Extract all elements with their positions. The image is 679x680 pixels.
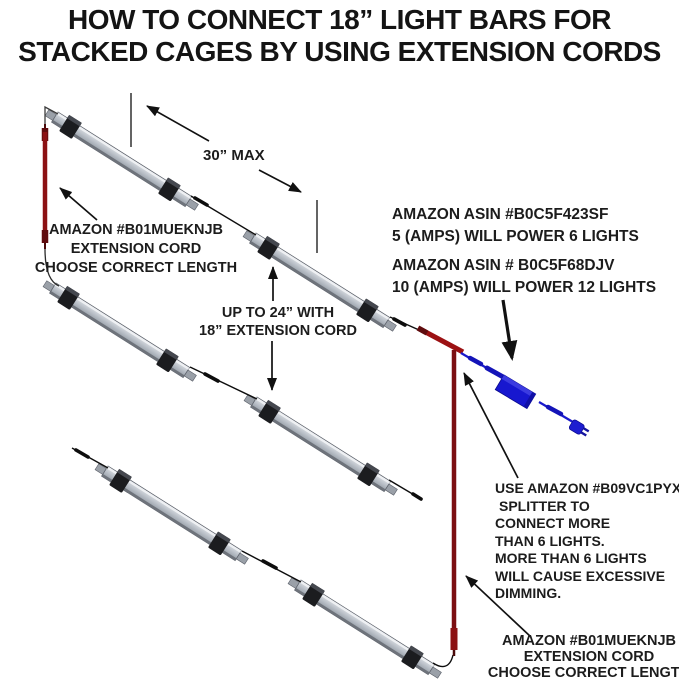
left-cord-label: AMAZON #B01MUEKNJB EXTENSION CORD CHOOSE… — [35, 222, 237, 276]
title-line-1: HOW TO CONNECT 18” LIGHT BARS FOR — [68, 4, 612, 35]
pointer-arrow-bottom-cord — [465, 575, 532, 638]
connector-cable — [71, 447, 454, 668]
dimension-arrow — [146, 105, 210, 142]
power-supply-assembly — [460, 352, 590, 437]
cable-connector — [467, 355, 484, 367]
hookup-wire — [44, 248, 60, 287]
svg-text:AMAZON #B01MUEKNJB: AMAZON #B01MUEKNJB — [49, 222, 223, 238]
svg-text:UP TO 24” WITH: UP TO 24” WITH — [222, 305, 334, 321]
svg-text:WILL CAUSE EXCESSIVE: WILL CAUSE EXCESSIVE — [495, 568, 665, 584]
dimension-30max — [130, 93, 318, 253]
svg-text:18” EXTENSION CORD: 18” EXTENSION CORD — [199, 323, 357, 339]
svg-text:EXTENSION CORD: EXTENSION CORD — [71, 241, 202, 257]
pointer-arrow-left-cord — [59, 187, 98, 221]
hookup-wire — [44, 105, 59, 128]
svg-text:SPLITTER TO: SPLITTER TO — [499, 498, 590, 514]
svg-text:CHOOSE CORRECT LENGTH: CHOOSE CORRECT LENGTH — [35, 260, 237, 276]
bottom-cord-label: AMAZON #B01MUEKNJB EXTENSION CORD CHOOSE… — [488, 633, 679, 680]
pointer-arrow-power-supply — [501, 299, 518, 361]
connector-cable — [190, 195, 420, 331]
dimension-label: 30” MAX — [203, 147, 265, 164]
cable-connector — [545, 404, 564, 417]
svg-text:USE AMAZON #B09VC1PYXQ: USE AMAZON #B09VC1PYXQ — [495, 480, 679, 496]
svg-text:CHOOSE CORRECT LENGTH: CHOOSE CORRECT LENGTH — [488, 665, 679, 680]
svg-text:AMAZON #B01MUEKNJB: AMAZON #B01MUEKNJB — [502, 633, 676, 649]
svg-text:10 (AMPS) WILL POWER 12 LIGHTS: 10 (AMPS) WILL POWER 12 LIGHTS — [392, 279, 656, 296]
svg-text:DIMMING.: DIMMING. — [495, 585, 561, 601]
cable-connector — [484, 365, 508, 381]
splitter-note-label: USE AMAZON #B09VC1PYXQ SPLITTER TO CONNE… — [495, 480, 679, 601]
power-supply-10amp-label: AMAZON ASIN # B0C5F68DJV 10 (AMPS) WILL … — [392, 257, 656, 296]
light-bar-row2-b — [240, 388, 402, 501]
light-bar-row3-b — [284, 571, 446, 680]
title-line-2: STACKED CAGES BY USING EXTENSION CORDS — [18, 35, 661, 67]
svg-text:AMAZON ASIN #B0C5F423SF: AMAZON ASIN #B0C5F423SF — [392, 206, 608, 223]
svg-text:AMAZON ASIN # B0C5F68DJV: AMAZON ASIN # B0C5F68DJV — [392, 257, 615, 274]
power-supply-5amp-label: AMAZON ASIN #B0C5F423SF 5 (AMPS) WILL PO… — [392, 206, 639, 245]
row-spacing-label: UP TO 24” WITH 18” EXTENSION CORD — [199, 305, 357, 339]
power-supply — [494, 374, 537, 410]
svg-text:5 (AMPS) WILL POWER 6 LIGHTS: 5 (AMPS) WILL POWER 6 LIGHTS — [392, 228, 639, 245]
page-title: HOW TO CONNECT 18” LIGHT BARS FOR STACKE… — [0, 4, 679, 67]
pointer-arrow-splitter — [463, 372, 519, 479]
svg-text:THAN 6 LIGHTS.: THAN 6 LIGHTS. — [495, 533, 605, 549]
svg-text:EXTENSION CORD: EXTENSION CORD — [524, 649, 655, 665]
light-bar-row3-a — [91, 457, 253, 570]
svg-text:CONNECT MORE: CONNECT MORE — [495, 515, 610, 531]
light-bar-row2-a — [39, 274, 201, 387]
light-bar-row1-a — [41, 103, 203, 216]
svg-text:MORE THAN 6 LIGHTS: MORE THAN 6 LIGHTS — [495, 550, 647, 566]
connector-cable — [189, 366, 423, 501]
extension-cord-junction — [416, 325, 465, 355]
power-plug-icon — [568, 419, 590, 437]
dimension-arrow — [258, 169, 302, 193]
